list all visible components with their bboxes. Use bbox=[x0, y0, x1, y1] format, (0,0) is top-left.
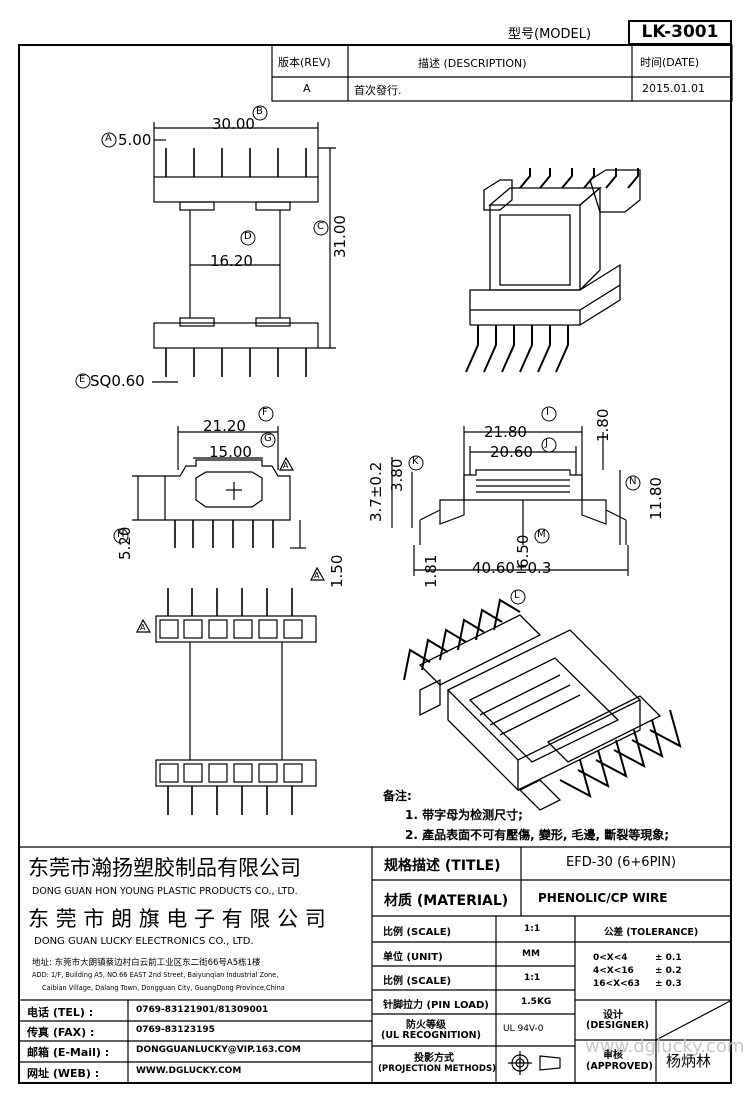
tolerance-value-1: ± 0.1 bbox=[655, 953, 682, 963]
marker-h: H bbox=[117, 529, 125, 540]
projection-label-2: (PROJECTION METHODS) bbox=[378, 1064, 497, 1074]
marker-b: B bbox=[256, 106, 263, 117]
marker-tri-3: A bbox=[140, 623, 146, 632]
ul-label-2: (UL RECOGNITION) bbox=[381, 1030, 481, 1041]
company-name-1-cn: 东莞市瀚扬塑胶制品有限公司 bbox=[28, 856, 301, 880]
dim-g: 15.00 bbox=[209, 443, 252, 461]
marker-c: C bbox=[317, 221, 324, 232]
contact-tel-value: 0769-83121901/81309001 bbox=[136, 1005, 269, 1015]
material-value: PHENOLIC/CP WIRE bbox=[538, 891, 668, 905]
note-2: 2. 產品表面不可有壓傷, 變形, 毛邊, 斷裂等現象; bbox=[405, 828, 670, 842]
dim-l: 40.60±0.3 bbox=[472, 559, 552, 577]
tolerance-value-2: ± 0.2 bbox=[655, 966, 682, 976]
tolerance-range-3: 16<X<63 bbox=[593, 979, 641, 989]
marker-m: M bbox=[537, 529, 546, 540]
pinload-label: 针脚拉力 (PIN LOAD) bbox=[383, 1000, 489, 1011]
rev-value: A bbox=[303, 82, 311, 95]
iso-bottom-right bbox=[403, 598, 682, 811]
marker-tri-1: A bbox=[283, 461, 289, 470]
approver-name: 杨炳林 bbox=[666, 1052, 712, 1070]
title-label: 规格描述 (TITLE) bbox=[384, 858, 501, 874]
marker-f: F bbox=[262, 407, 268, 418]
contact-email-value: DONGGUANLUCKY@VIP.163.COM bbox=[136, 1045, 301, 1055]
notes-title: 备注: bbox=[383, 789, 412, 803]
marker-a: A bbox=[105, 133, 112, 144]
dim-k1: 3.7±0.2 bbox=[367, 461, 385, 522]
marker-tri-2: A bbox=[314, 571, 320, 580]
dim-top: 1.80 bbox=[594, 408, 612, 442]
marker-i: I bbox=[546, 407, 549, 418]
approved-label-1: 审核 bbox=[603, 1050, 623, 1061]
company-name-2-en: DONG GUAN LUCKY ELECTRONICS CO., LTD. bbox=[34, 936, 254, 947]
dim-n: 11.80 bbox=[647, 477, 665, 520]
dim-c: 31.00 bbox=[331, 215, 349, 258]
rev-header-date: 时间(DATE) bbox=[640, 56, 700, 69]
company-name-1-en: DONG GUAN HON YOUNG PLASTIC PRODUCTS CO.… bbox=[32, 886, 298, 897]
ul-label-1: 防火等级 bbox=[406, 1020, 446, 1031]
dim-j: 20.60 bbox=[490, 443, 533, 461]
scale-value: 1:1 bbox=[524, 924, 541, 934]
title-value: EFD-30 (6+6PIN) bbox=[566, 855, 677, 870]
contact-web-label: 网址 (WEB) : bbox=[27, 1067, 100, 1080]
material-label: 材质 (MATERIAL) bbox=[384, 893, 509, 909]
marker-j: J bbox=[545, 438, 548, 449]
marker-g: G bbox=[264, 433, 272, 444]
rev-description: 首次發行. bbox=[354, 84, 402, 97]
unit-value: MM bbox=[522, 949, 540, 959]
unit-label: 单位 (UNIT) bbox=[383, 952, 443, 963]
rev-header-rev: 版本(REV) bbox=[278, 56, 331, 69]
dim-k2: 3.80 bbox=[388, 458, 406, 492]
designer-label-1: 设计 bbox=[603, 1010, 623, 1021]
marker-k: K bbox=[412, 456, 419, 467]
company-address-en-1: ADD: 1/F, Building A5, NO.66 EAST 2nd St… bbox=[32, 971, 279, 979]
dim-i: 21.80 bbox=[484, 423, 527, 441]
approved-label-2: (APPROVED) bbox=[586, 1061, 653, 1072]
marker-n: N bbox=[629, 476, 637, 487]
dim-d: 16.20 bbox=[210, 252, 253, 270]
dim-p: 1.81 bbox=[422, 554, 440, 588]
dim-e: SQ0.60 bbox=[90, 372, 145, 390]
scale2-value: 1:1 bbox=[524, 973, 541, 983]
dim-f: 21.20 bbox=[203, 417, 246, 435]
designer-label-2: (DESIGNER) bbox=[586, 1020, 649, 1031]
tolerance-label: 公差 (TOLERANCE) bbox=[604, 927, 699, 938]
ul-value: UL 94V-0 bbox=[503, 1024, 544, 1034]
contact-fax-label: 传真 (FAX) : bbox=[27, 1026, 95, 1039]
tolerance-range-2: 4<X<16 bbox=[593, 966, 634, 976]
rev-header-desc: 描述 (DESCRIPTION) bbox=[418, 57, 527, 70]
scale-label: 比例 (SCALE) bbox=[383, 927, 452, 938]
model-label: 型号(MODEL) bbox=[508, 27, 592, 42]
company-name-2-cn: 东 莞 市 朗 旗 电 子 有 限 公 司 bbox=[28, 907, 326, 931]
contact-email-label: 邮箱 (E-Mail) : bbox=[27, 1046, 110, 1059]
dim-a: 5.00 bbox=[118, 131, 152, 149]
rev-date: 2015.01.01 bbox=[642, 82, 705, 95]
contact-web-value: WWW.DGLUCKY.COM bbox=[136, 1066, 242, 1076]
dim-h2: 1.50 bbox=[328, 554, 346, 588]
contact-fax-value: 0769-83123195 bbox=[136, 1025, 215, 1035]
company-address-cn: 地址: 东莞市大朗镇蔡边村白云前工业区东二街66号A5栋1楼 bbox=[32, 958, 261, 968]
tolerance-value-3: ± 0.3 bbox=[655, 979, 682, 989]
note-1: 1. 带字母为检测尺寸; bbox=[405, 808, 523, 822]
marker-l: L bbox=[514, 590, 520, 601]
company-address-en-2: Caibian Village, Dalang Town, Dongguan C… bbox=[42, 984, 285, 992]
marker-d: D bbox=[244, 231, 252, 242]
iso-top-right bbox=[465, 168, 641, 373]
projection-symbol-icon bbox=[505, 1050, 565, 1076]
tolerance-range-1: 0<X<4 bbox=[593, 953, 628, 963]
projection-label-1: 投影方式 bbox=[414, 1053, 454, 1064]
scale2-label: 比例 (SCALE) bbox=[383, 976, 452, 987]
watermark: www.dglucky.com bbox=[585, 1036, 745, 1057]
marker-e: E bbox=[79, 374, 86, 385]
pins-top-row bbox=[165, 148, 307, 177]
dim-b: 30.00 bbox=[212, 115, 255, 133]
pinload-value: 1.5KG bbox=[521, 997, 552, 1007]
contact-tel-label: 电话 (TEL) : bbox=[27, 1006, 94, 1019]
